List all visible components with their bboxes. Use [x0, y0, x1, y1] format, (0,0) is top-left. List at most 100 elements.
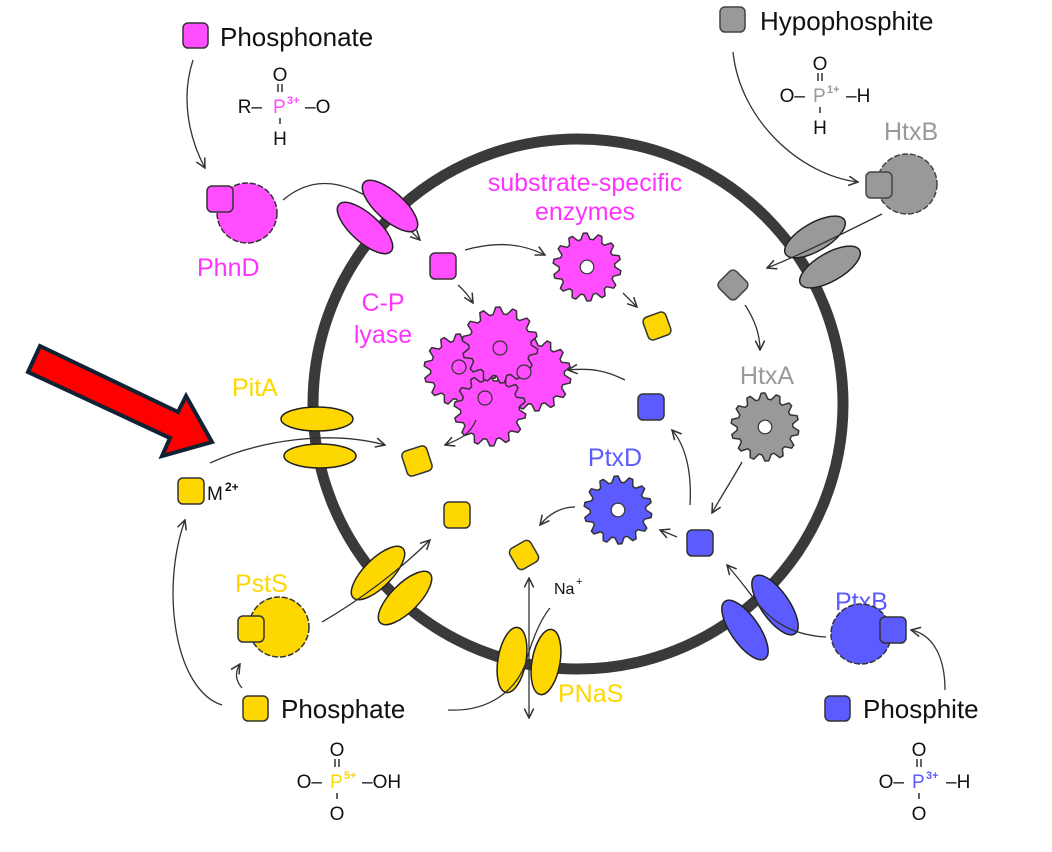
phosphite-molecule-upper: [637, 393, 665, 421]
arrow-to-cp-lyase: [457, 284, 473, 303]
metal-ion-charge: 2+: [225, 480, 239, 494]
phosphate-legend: Phosphate: [242, 694, 405, 724]
cp-lyase-label-line2: lyase: [354, 321, 412, 349]
ptxd-gear-icon: [583, 475, 653, 545]
hypophosphite-label: Hypophosphite: [760, 6, 933, 36]
pst-transporter: [350, 545, 433, 626]
arrow-phosphonate-to-phnd: [186, 59, 205, 168]
formula-charge: 5+: [344, 770, 357, 782]
arrow-metal-through-pita: [209, 437, 385, 464]
phosphonate-formula: O R– P 3+ –O H: [238, 65, 331, 150]
formula-bottom: O: [912, 804, 927, 825]
htx-transporter: [783, 215, 862, 289]
formula-center: P: [330, 772, 343, 793]
pnas-label: PNaS: [558, 680, 623, 708]
formula-center: P: [813, 86, 826, 107]
phosphate-label: Phosphate: [281, 694, 405, 724]
metal-phosphate: M 2+: [177, 477, 239, 505]
sodium-ion-label: Na: [554, 581, 575, 598]
phosphite-molecule-lower: [686, 529, 714, 557]
formula-right: –OH: [362, 772, 401, 793]
cp-lyase-hub-3: [516, 364, 532, 380]
pita-label: PitA: [232, 374, 278, 402]
phosphonate-label: Phosphonate: [220, 22, 373, 52]
ptx-transporter: [721, 574, 799, 661]
arrow-phosphate-to-pnas: [447, 607, 551, 711]
arrow-psts-to-inside: [321, 540, 430, 623]
cp-lyase-hub-1: [451, 359, 467, 375]
htxb-label: HtxB: [884, 118, 938, 146]
phosphonate-square-icon: [182, 22, 209, 49]
arrow-htxa-to-phosphite: [712, 461, 743, 513]
psts-binding-protein: [237, 596, 310, 658]
arrow-hypophosphite-to-htxb: [732, 51, 858, 182]
cp-lyase-hub-2: [492, 340, 508, 356]
red-highlight-arrow: [25, 343, 215, 460]
arrow-phosphate-to-psts: [236, 664, 243, 689]
metal-ion-label: M: [207, 484, 223, 505]
formula-bottom: H: [813, 118, 827, 139]
hypophosphite-molecule-inside: [717, 269, 749, 301]
htxa-gear-icon: [730, 392, 800, 462]
formula-top: O: [330, 740, 345, 761]
formula-top: O: [912, 740, 927, 761]
pita-transporter: [280, 406, 357, 469]
phosphate-from-enzymes: [642, 311, 672, 341]
phn-transporter: [336, 179, 419, 255]
htxb-binding-protein: [865, 153, 938, 215]
arrow-to-cp-lyase-from-phosphite: [568, 369, 626, 381]
phosphite-label: Phosphite: [863, 694, 979, 724]
arrow-phosphite-to-ptxd: [660, 530, 678, 537]
formula-left: O–: [297, 772, 323, 793]
formula-charge: 3+: [287, 95, 300, 107]
phosphite-legend: Phosphite: [824, 694, 979, 724]
phosphonate-molecule-inside: [429, 252, 457, 280]
formula-left: O–: [879, 772, 905, 793]
ptxb-binding-protein: [830, 603, 907, 665]
arrow-ptxd-to-phosphate: [540, 506, 576, 525]
phosphite-formula: O O– P 3+ –H O: [879, 740, 971, 825]
phosphate-square-icon: [242, 695, 269, 722]
phosphate-molecule-2: [443, 501, 471, 529]
formula-center: P: [912, 772, 925, 793]
formula-center: P: [273, 97, 286, 118]
psts-label: PstS: [235, 570, 288, 598]
cp-lyase-hub-4: [477, 390, 493, 406]
arrow-phosphate-to-metal: [172, 520, 223, 706]
phnd-label: PhnD: [197, 254, 260, 282]
phosphate-formula: O O– P 5+ –OH O: [297, 740, 401, 825]
phnd-binding-protein: [206, 182, 278, 244]
cp-lyase-label-line1: C-P: [361, 289, 404, 317]
formula-bottom: O: [330, 804, 345, 825]
htxa-label: HtxA: [740, 362, 795, 390]
formula-left: O–: [780, 86, 806, 107]
formula-charge: 1+: [827, 84, 840, 96]
phosphate-molecule-3: [508, 539, 540, 571]
enzymes-label-line1: substrate-specific: [488, 169, 683, 197]
arrow-cp-lyase-to-phosphate: [445, 419, 477, 445]
arrow-phosphite-up: [672, 430, 691, 506]
arrow-enzymes-to-phosphate: [622, 292, 637, 307]
cell-membrane: [307, 133, 849, 675]
formula-top: O: [813, 54, 828, 75]
formula-right: –H: [846, 86, 870, 107]
hypophosphite-legend: Hypophosphite: [719, 6, 933, 36]
metal-phosphate-square: [177, 477, 205, 505]
enzyme-gear-icon: [552, 232, 622, 302]
arrow-ptxb-to-inside: [727, 565, 827, 638]
formula-charge: 3+: [926, 770, 939, 782]
hypophosphite-square-icon: [719, 6, 746, 33]
sodium-ion-charge: +: [576, 576, 582, 588]
enzymes-label-line2: enzymes: [535, 198, 635, 226]
hypophosphite-formula: O O– P 1+ –H H: [780, 54, 871, 139]
phosphite-square-icon: [824, 695, 851, 722]
formula-left: R–: [238, 97, 263, 118]
arrow-htxb-to-inside: [767, 213, 883, 268]
formula-top: O: [273, 65, 288, 86]
formula-right: –O: [305, 97, 330, 118]
phosphonate-legend: Phosphonate: [182, 22, 373, 52]
arrow-to-enzymes: [464, 243, 545, 255]
ptxd-label: PtxD: [588, 444, 642, 472]
formula-right: –H: [946, 772, 970, 793]
